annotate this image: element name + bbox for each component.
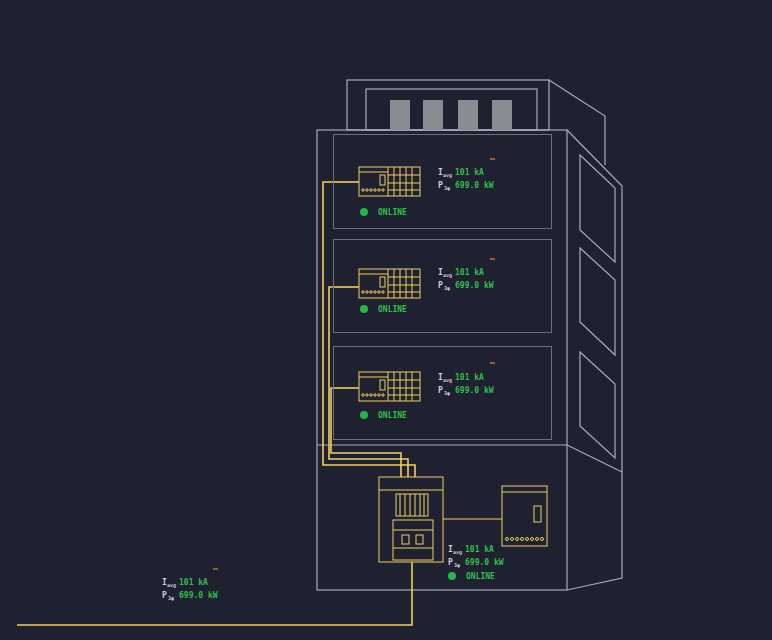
reading-text: 699.0 kW xyxy=(455,182,494,190)
reading-text: avg xyxy=(443,273,452,278)
reading-text: 101 kA xyxy=(179,579,208,587)
reading-text: P xyxy=(438,182,443,190)
reading-text: I xyxy=(438,374,443,382)
reading-text: 699.0 kW xyxy=(465,559,504,567)
status-label: ONLINE xyxy=(378,306,407,314)
status-label: ONLINE xyxy=(378,209,407,217)
reading-text: avg xyxy=(443,378,452,383)
shelf-panel: Iavg101 kA P3φ 699.0 kW ONLINE xyxy=(333,346,552,440)
shelf-panel: Iavg101 kA P3φ 699.0 kW ONLINE xyxy=(333,239,552,333)
reading-text: 3φ xyxy=(444,186,450,191)
reading-text: P xyxy=(438,282,443,290)
reading-text: I xyxy=(438,269,443,277)
reading-text: 699.0 kW xyxy=(455,387,494,395)
reading-text: 101 kA xyxy=(455,269,484,277)
reading-text: avg xyxy=(453,550,462,555)
reading-text: 101 kA xyxy=(465,546,494,554)
reading-text: 101 kA xyxy=(455,169,484,177)
signal-wire xyxy=(323,182,333,445)
status-label: ONLINE xyxy=(466,573,495,581)
shelf-panel: Iavg101 kA P3φ 699.0 kW ONLINE xyxy=(333,134,552,229)
cabinet-base-section: Iavg101 kA P3φ 699.0 kW ONLINE xyxy=(317,445,567,590)
reading-text: avg xyxy=(167,583,176,588)
status-label: ONLINE xyxy=(378,412,407,420)
reading-text: 3φ xyxy=(168,596,174,601)
reading-text: 699.0 kW xyxy=(455,282,494,290)
reading-text: I xyxy=(438,169,443,177)
reading-text: P xyxy=(162,592,167,600)
reading-text: 3φ xyxy=(444,286,450,291)
reading-text: I xyxy=(162,579,167,587)
reading-text: 699.0 kW xyxy=(179,592,218,600)
reading-text: I xyxy=(448,546,453,554)
reading-text: P xyxy=(448,559,453,567)
reading-text: 3φ xyxy=(444,391,450,396)
reading-text: 3φ xyxy=(454,563,460,568)
reading-text: P xyxy=(438,387,443,395)
reading-text: avg xyxy=(443,173,452,178)
reading-text: 101 kA xyxy=(455,374,484,382)
